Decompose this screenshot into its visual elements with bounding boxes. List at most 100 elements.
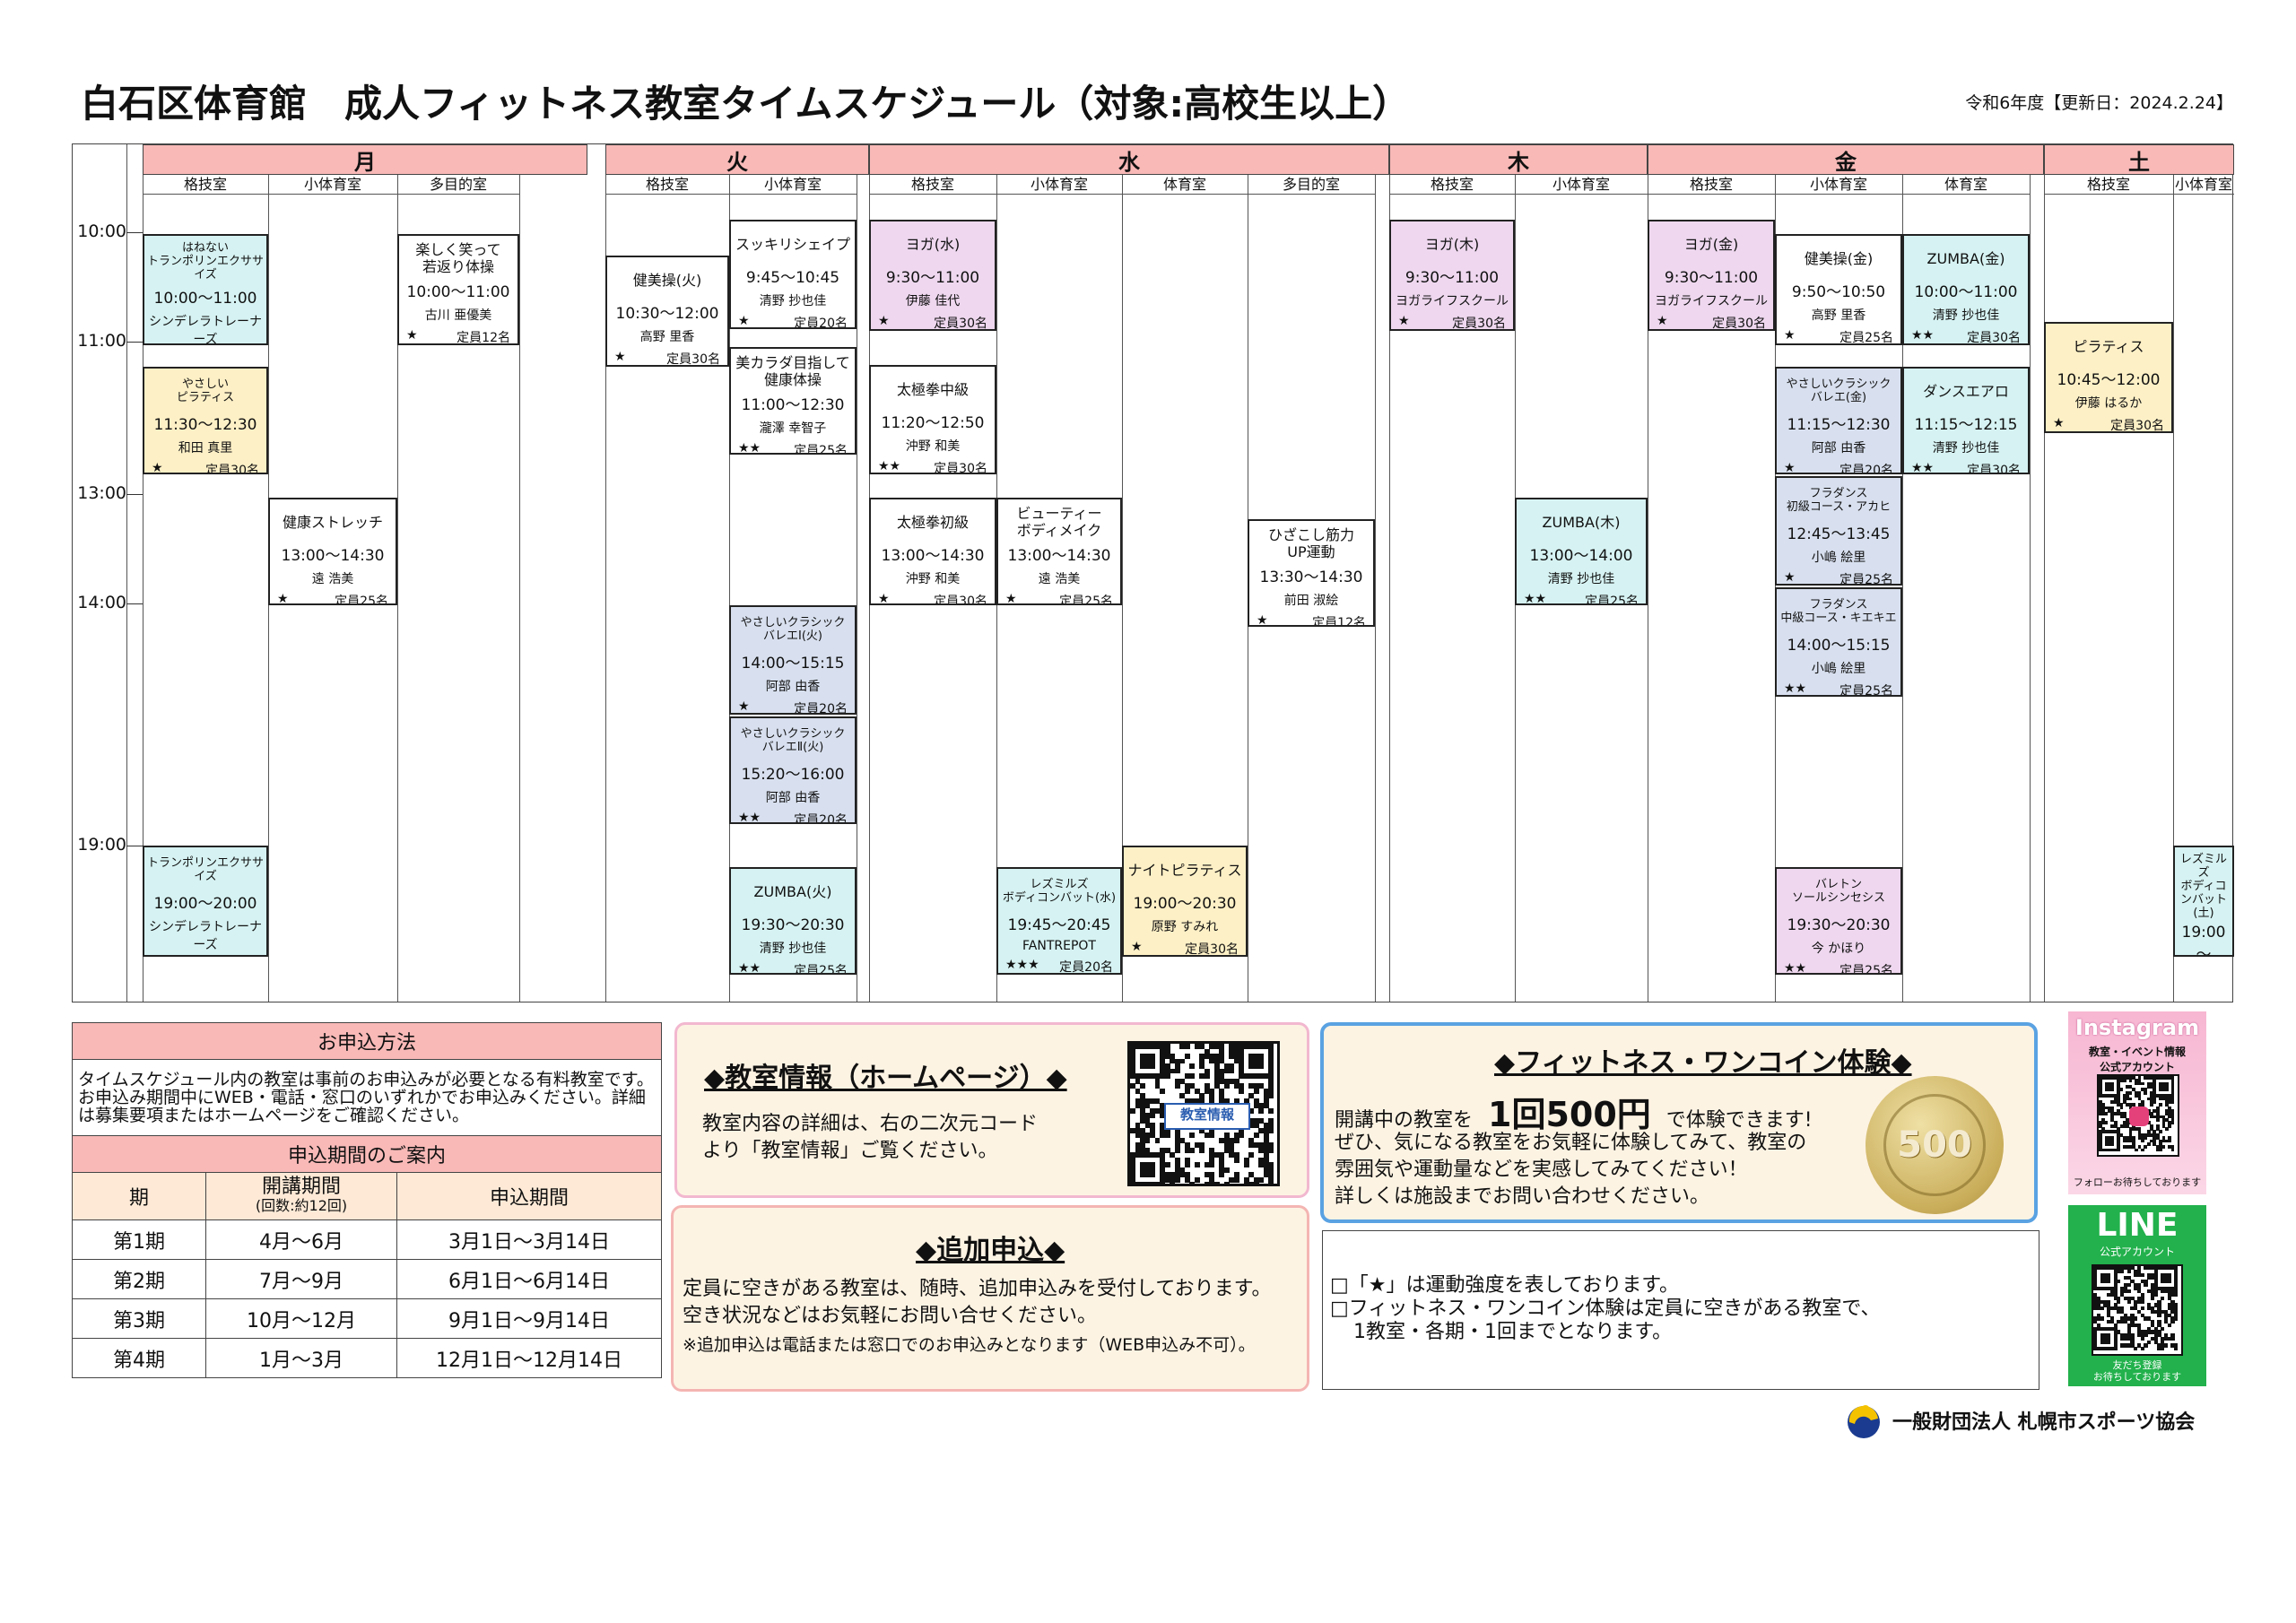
qr-cell: [2137, 1133, 2142, 1137]
qr-code-icon[interactable]: 教室情報: [1127, 1041, 1280, 1186]
qr-cell: [1223, 1142, 1230, 1149]
qr-cell: [1160, 1182, 1165, 1184]
qr-cell: [1130, 1073, 1135, 1079]
qr-cell: [1150, 1098, 1155, 1104]
qr-cell: [2117, 1103, 2120, 1107]
instagram-qr-icon[interactable]: [2097, 1074, 2179, 1157]
qr-cell: [1140, 1167, 1145, 1173]
qr-cell: [2157, 1347, 2161, 1351]
qr-cell: [1263, 1103, 1269, 1109]
qr-cell: [2170, 1081, 2175, 1086]
qr-cell: [1204, 1073, 1210, 1079]
qr-cell: [1140, 1098, 1145, 1104]
qr-cell: [1268, 1123, 1274, 1129]
intensity-stars: ★: [406, 328, 418, 343]
qr-cell: [1184, 1083, 1190, 1089]
qr-cell: [2163, 1309, 2169, 1315]
line-qr-icon[interactable]: [2092, 1264, 2183, 1356]
qr-cell: [2110, 1136, 2115, 1140]
qr-cell: [2108, 1088, 2111, 1092]
qr-cell: [2099, 1139, 2102, 1143]
qr-cell: [2164, 1085, 2169, 1089]
qr-cell: [2107, 1299, 2111, 1304]
qr-cell: [2128, 1139, 2133, 1143]
qr-cell: [1164, 1068, 1170, 1074]
class-block[interactable]: はねない トランポリンエクササイズ10:00～11:00シンデレラトレーナーズ★…: [143, 234, 268, 345]
note-line1: □「★」は運動強度を表しております。: [1330, 1274, 1679, 1297]
qr-cell: [2113, 1121, 2118, 1125]
qr-cell: [2126, 1276, 2131, 1280]
qr-cell: [1233, 1172, 1239, 1178]
line-card[interactable]: LINE 公式アカウント 友だち登録お待ちしております: [2068, 1205, 2206, 1386]
class-instructor: 伊藤 はるか: [2074, 396, 2143, 411]
qr-cell: [2120, 1333, 2125, 1338]
time-tick: [126, 342, 143, 343]
qr-cell: [2122, 1124, 2126, 1128]
qr-cell: [2135, 1079, 2139, 1083]
qr-cell: [2096, 1296, 2100, 1300]
qr-cell: [2101, 1108, 2106, 1113]
qr-cell: [2093, 1306, 2098, 1311]
qr-cell: [2168, 1097, 2172, 1101]
qr-cell: [1199, 1093, 1205, 1099]
qr-cell: [2101, 1094, 2106, 1098]
grid-line: [126, 144, 127, 1002]
qr-cell: [1194, 1044, 1200, 1049]
qr-cell: [2141, 1136, 2144, 1140]
qr-cell: [1263, 1093, 1269, 1099]
class-block[interactable]: レズミルズ ボディコンバット(土)19:00～20:00FANTREPOT★★★…: [2173, 846, 2234, 957]
qr-cell: [2136, 1289, 2142, 1294]
qr-cell: [2119, 1115, 2124, 1119]
qr-cell: [2134, 1269, 2138, 1273]
class-name: やさしいクラシック バレエⅡ(火): [740, 727, 846, 754]
qr-cell: [1239, 1044, 1245, 1049]
qr-cell: [2147, 1306, 2152, 1311]
qr-cell: [1164, 1147, 1170, 1153]
intensity-stars: ★: [2053, 416, 2065, 430]
class-capacity: 定員30名: [1712, 317, 1766, 331]
qr-cell: [2126, 1118, 2129, 1122]
qr-cell: [2093, 1326, 2098, 1331]
qr-cell: [2140, 1347, 2144, 1351]
class-time: 13:00～14:00: [1529, 547, 1633, 565]
day-header: 月: [143, 144, 587, 175]
qr-cell: [2123, 1336, 2127, 1341]
qr-cell: [1229, 1142, 1235, 1149]
application-text: タイムスケジュール内の教室は事前のお申込みが必要となる有料教室です。お申込み期間…: [72, 1059, 662, 1136]
qr-cell: [2164, 1081, 2169, 1086]
qr-cell: [2152, 1076, 2157, 1080]
qr-cell: [1239, 1073, 1245, 1079]
qr-cell: [1154, 1098, 1161, 1104]
qr-cell: [2157, 1343, 2161, 1348]
instagram-card[interactable]: Instagram 教室・イベント情報 公式アカウント フォローお待ちしておりま…: [2068, 1011, 2206, 1194]
qr-cell: [1213, 1152, 1220, 1159]
class-block[interactable]: トランポリンエクササイズ19:00～20:00シンデレラトレーナーズ★★定員15…: [143, 846, 268, 957]
